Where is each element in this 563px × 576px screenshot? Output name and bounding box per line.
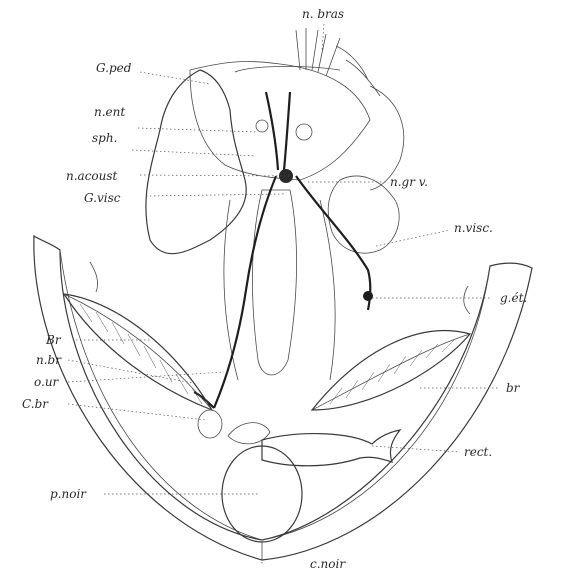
label-g-visc: G.visc — [84, 192, 120, 204]
head-mass — [190, 62, 370, 180]
visceral-nerve-left — [214, 176, 276, 408]
label-o-ur: o.ur — [34, 376, 58, 388]
leader-g-ped — [140, 72, 210, 84]
label-rect: rect. — [464, 446, 492, 458]
label-n-bras: n. bras — [302, 8, 344, 20]
mantle-curve-right — [464, 286, 470, 314]
leader-n-ent — [138, 128, 258, 132]
label-c-br: C.br — [22, 398, 48, 410]
leader-c-br — [68, 404, 206, 420]
rectum-fold — [228, 423, 270, 444]
visceral-column-left — [224, 200, 238, 380]
arm-base-outline — [235, 66, 340, 72]
statocyst — [296, 124, 312, 140]
visceral-nerve-right — [296, 176, 370, 310]
label-c-noir: c.noir — [310, 558, 345, 570]
leader-n-acoust — [140, 175, 290, 176]
label-g-ped: G.ped — [96, 62, 131, 74]
leader-n-visc — [376, 230, 450, 246]
visceral-column-right — [320, 200, 335, 380]
label-sph: sph. — [92, 132, 117, 144]
leader-o-ur — [68, 372, 224, 382]
label-g-et: g.ét. — [500, 292, 527, 304]
leader-g-visc — [146, 194, 284, 196]
mantle-curve-left — [90, 262, 98, 292]
rectum — [262, 430, 400, 466]
right-gill — [312, 331, 470, 410]
visceral-column — [252, 190, 296, 375]
label-br-right: br — [506, 382, 519, 394]
label-n-visc: n.visc. — [454, 222, 493, 234]
mantle-outline — [34, 236, 532, 560]
stellate-ganglion — [363, 291, 373, 301]
label-n-gr-v: n.gr v. — [390, 176, 428, 188]
label-n-ent: n.ent — [94, 106, 125, 118]
label-p-noir: p.noir — [50, 488, 86, 500]
pedal-nerves — [266, 92, 290, 170]
branchial-nerve — [194, 392, 214, 408]
arms-spray — [336, 46, 380, 96]
label-n-br: n.br — [36, 354, 61, 366]
right-lobe — [328, 176, 399, 253]
pedal-ganglion — [256, 120, 268, 132]
branchial-heart — [198, 410, 222, 438]
left-gill — [64, 294, 212, 410]
mantle-inner-line — [60, 250, 490, 540]
label-n-acoust: n.acoust — [66, 170, 117, 182]
label-br-left: Br — [46, 334, 61, 346]
left-pedal-lobe — [146, 70, 246, 254]
